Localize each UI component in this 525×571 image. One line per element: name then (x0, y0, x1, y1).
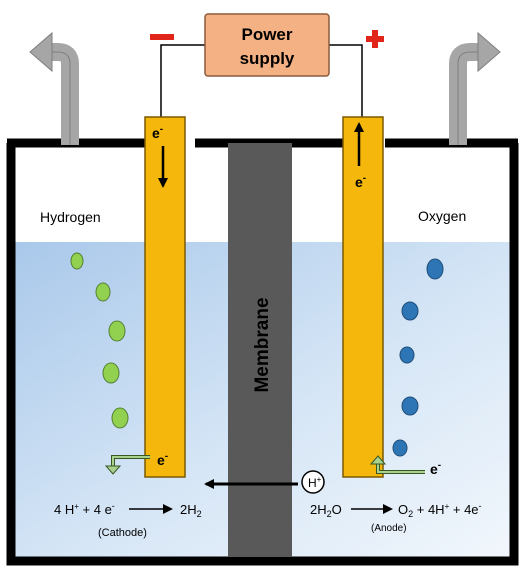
anode-label: (Anode) (371, 523, 407, 534)
hydrogen-bubble (95, 282, 111, 302)
hydrogen-bubble (102, 362, 120, 384)
hydrogen-bubble (108, 320, 126, 342)
anode-electrode (342, 116, 384, 478)
proton-symbol: H+ (308, 475, 322, 490)
cathode-label: (Cathode) (98, 527, 147, 539)
cathode-bottom-flow-arrow (104, 455, 150, 475)
membrane (228, 143, 292, 557)
anode-reaction-rhs: O2 + 4H+ + 4e- (398, 501, 482, 519)
hydrogen-bubble (70, 252, 84, 270)
oxygen-bubble (401, 396, 419, 416)
hydrogen-label: Hydrogen (40, 209, 101, 225)
oxygen-bubble (392, 439, 408, 457)
cathode-reaction-lhs: 4 H+ + 4 e- (54, 501, 115, 517)
oxygen-label: Oxygen (418, 208, 466, 224)
oxygen-outlet-arrow (449, 31, 501, 145)
cathode-top-electron: e- (152, 124, 163, 141)
anode-bottom-flow-arrow (369, 455, 425, 474)
wire-negative (160, 44, 205, 117)
wire-positive (329, 44, 363, 117)
power-supply-box (204, 13, 330, 77)
oxygen-bubble (399, 346, 415, 364)
negative-sign (150, 34, 174, 40)
membrane-label: Membrane (252, 297, 273, 392)
oxygen-bubbles (392, 258, 444, 457)
anode-reaction-lhs: 2H2O (310, 502, 342, 519)
anode-bottom-electron: e- (430, 460, 441, 477)
negative-sign-text: – (0, 0, 1, 1)
positive-sign (366, 30, 384, 48)
cathode-electrode (144, 116, 186, 478)
tank (6, 143, 519, 566)
anode-top-electron: e- (355, 173, 366, 190)
hydrogen-outlet-arrow (29, 31, 79, 145)
cathode-bottom-electron: e- (157, 451, 168, 468)
positive-sign-text: + (0, 0, 1, 1)
power-supply-label-line2: supply (240, 49, 295, 68)
oxygen-bubble (426, 258, 444, 280)
cathode-reaction-rhs: 2H2 (180, 502, 202, 519)
proton-circle (301, 470, 325, 494)
hydrogen-bubbles (70, 252, 129, 429)
oxygen-bubble (401, 301, 419, 321)
hydrogen-bubble (111, 407, 129, 429)
power-supply-label-line1: Power (241, 25, 292, 44)
